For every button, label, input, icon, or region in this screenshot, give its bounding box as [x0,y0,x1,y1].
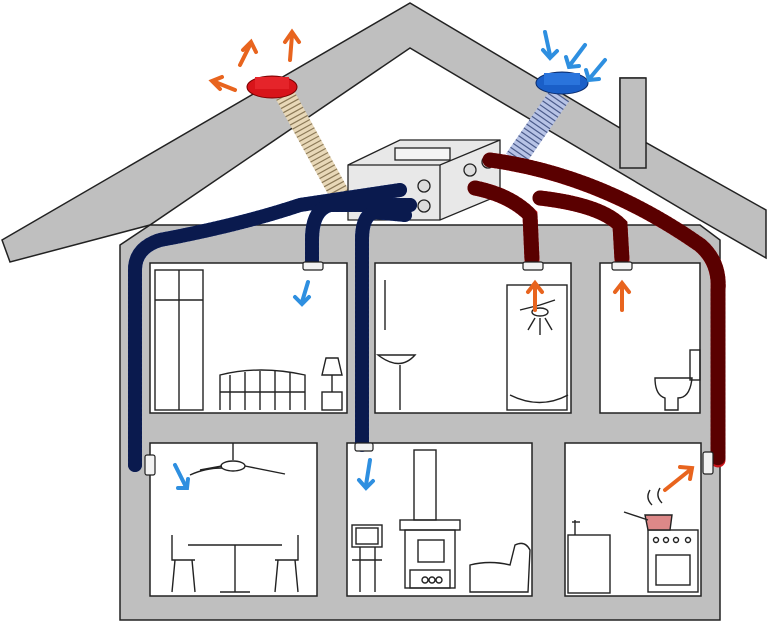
arrow-up-icon [663,468,692,492]
sink-icon [375,280,417,410]
ceiling-fan-icon [189,443,286,476]
vent-dining [144,454,156,476]
arrow-down-icon [173,463,187,487]
tv-icon [351,524,383,592]
vent-kitchen [702,451,714,475]
chimney [619,77,647,169]
chair-right-icon [274,535,299,593]
arrow-intake-icon [568,43,587,67]
room-toilet [599,262,701,414]
extract-ducts [467,152,726,468]
armchair-icon [469,542,531,593]
supply-ducts [128,183,417,472]
wardrobe-icon [154,269,204,411]
arrow-exhaust-icon [213,80,237,92]
room-bedroom [149,262,348,414]
arrow-exhaust-icon [238,43,252,67]
vent-bathroom [522,261,544,271]
extract-arrows [208,28,695,492]
bed-icon [219,369,306,410]
lamp-icon [321,357,343,411]
kitchen-counter-icon [567,520,611,594]
room-kitchen [564,442,702,597]
dining-table-icon [188,544,282,593]
arrow-down-icon [364,458,372,487]
vents [144,261,714,476]
room-dining [149,442,318,597]
stove-icon [623,487,699,593]
vent-living [354,442,374,452]
arrow-intake-icon [588,58,607,80]
arrow-intake-icon [543,30,552,57]
arrow-exhaust-icon [288,33,294,62]
furniture [154,269,701,594]
toilet-icon [654,349,701,411]
rooms [149,262,702,597]
vent-bedroom [302,261,324,271]
intake-inlet [505,71,589,167]
vent-toilet [611,261,633,271]
fireplace-icon [399,449,461,589]
supply-arrows [173,30,607,491]
arrow-down-icon [300,280,310,304]
chair-left-icon [171,535,196,593]
exhaust-outlet [246,75,349,200]
